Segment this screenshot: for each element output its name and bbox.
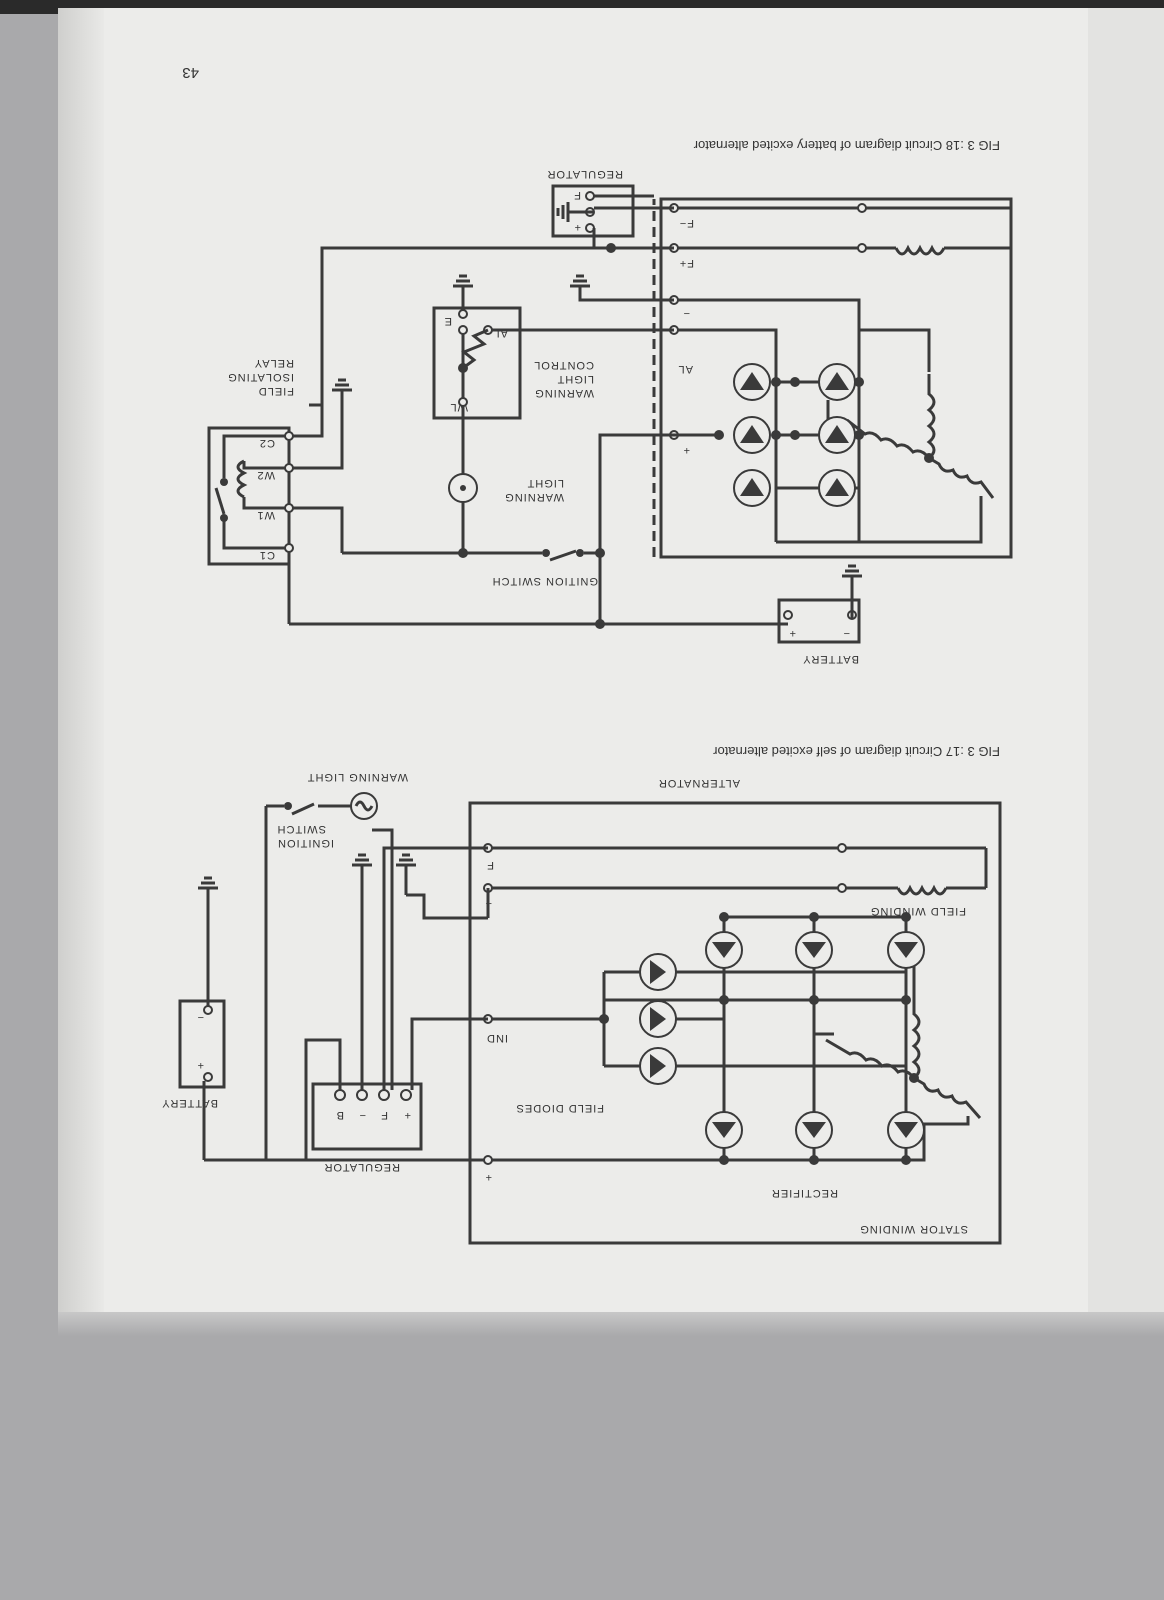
- fig318-wlc-resistor: [461, 328, 489, 370]
- fig317-battery-ground-icon: [198, 876, 218, 890]
- fig318-field-isolating-relay: [207, 426, 291, 566]
- fig318-ignition-switch-label: IGNITION SWITCH: [492, 575, 602, 587]
- fig317-brush: [837, 883, 847, 893]
- fig317-rectifier: [604, 915, 914, 1162]
- fig318-relay-w1: W1: [257, 509, 276, 521]
- fig317-ignition-switch-label-2: SWITCH: [277, 823, 326, 835]
- fig318-al-label: AL: [678, 363, 693, 375]
- fig318-wlc-label-2: LIGHT: [557, 373, 594, 385]
- fig318-ground-icon: [570, 274, 590, 288]
- fig317-ignition-switch-label-1: IGNITION: [277, 837, 334, 849]
- fig-3-17-caption: FIG 3 :17 Circuit diagram of self excite…: [712, 744, 1000, 759]
- fig318-warning-light-control: [432, 306, 522, 420]
- fig317-stator-winding-label: STATOR WINDING: [859, 1223, 968, 1235]
- fig317-plus-terminal: [483, 1155, 493, 1165]
- fig317-f-label: F: [486, 859, 494, 871]
- fig318-wlc-ground-icon: [453, 274, 473, 288]
- fig318-relay-label-3: RELAY: [254, 357, 294, 369]
- fig318-relay-feed: [309, 246, 611, 407]
- facing-page-edge: [1088, 8, 1164, 1318]
- fig318-regulator-label: REGULATOR: [547, 168, 623, 180]
- fig317-regulator-label: REGULATOR: [324, 1161, 400, 1173]
- fig318-ignition-switch: [549, 549, 577, 562]
- page-binding-edge: [58, 8, 104, 1316]
- fig-3-18-caption: FIG 3 :18 Circuit diagram of battery exc…: [693, 138, 1000, 153]
- fig318-wlc-label-1: WARNING: [534, 387, 594, 399]
- fig318-brush: [857, 243, 867, 253]
- fig318-relay-contact: [214, 487, 226, 515]
- fig317-bat-minus: −: [197, 1011, 204, 1023]
- fig318-reg-ground-icon: [556, 202, 570, 222]
- fig318-field-coil: [894, 244, 946, 256]
- fig318-relay-label-2: ISOLATING: [227, 371, 294, 383]
- fig318-reg-f: F: [573, 189, 581, 201]
- fig317-alt-ground-icon: [396, 853, 416, 867]
- fig317-alternator-box: [468, 801, 1002, 1245]
- fig317-reg-minus: −: [359, 1109, 366, 1121]
- fig318-minus-label: −: [683, 307, 690, 319]
- fig-3-18-diagram: FIG 3 :18 Circuit diagram of battery exc…: [207, 138, 1013, 665]
- fig318-al-wire: [677, 328, 778, 348]
- fig317-rectifier-label: RECTIFIER: [771, 1187, 838, 1199]
- fig318-warning-light-label-1: WARNING: [504, 491, 564, 503]
- fig318-relay-coil: [236, 459, 248, 499]
- page-number: 43: [182, 64, 199, 81]
- fig318-phase-wire: [859, 496, 983, 544]
- fig318-warning-light-label-2: LIGHT: [527, 477, 564, 489]
- fig318-battery-ground-icon: [842, 564, 862, 578]
- fig318-battery: [777, 598, 861, 644]
- fig318-bat-plus: +: [789, 627, 796, 639]
- fig317-field-winding: [896, 884, 948, 896]
- fig317-plus-label: +: [485, 1171, 492, 1183]
- fig317-alternator-label: ALTERNATOR: [658, 777, 740, 789]
- fig317-reg-plus: +: [404, 1109, 411, 1121]
- fig317-reg-b: B: [336, 1109, 344, 1121]
- fig317-reg-ground-icon: [352, 853, 372, 867]
- fig317-ignition-switch: [291, 802, 315, 816]
- fig318-plus-label: +: [683, 444, 690, 456]
- fig318-relay-c1: C1: [259, 549, 275, 561]
- rotated-page: 43 FIG 3 :18 Circuit diagram of battery …: [161, 64, 1013, 1245]
- fig318-bat-minus: −: [843, 627, 850, 639]
- fig317-ind-label: IND: [486, 1032, 508, 1044]
- fig317-bat-plus: +: [197, 1059, 204, 1071]
- fig318-minus-wire: [677, 298, 861, 348]
- fig317-stator-winding: [825, 990, 982, 1119]
- page-bottom-shadow: [58, 1312, 1164, 1336]
- fig317-regulator: [311, 1082, 423, 1151]
- fig317-field-diodes-label: FIELD DIODES: [516, 1102, 604, 1114]
- fig317-battery: [178, 999, 226, 1089]
- fig-3-17-diagram: FIG 3 :17 Circuit diagram of self excite…: [161, 744, 1002, 1245]
- fig318-relay-w2: W2: [257, 469, 276, 481]
- fig317-brush: [837, 843, 847, 853]
- fig318-relay-label-1: FIELD: [258, 385, 294, 397]
- fig318-alternator-box: [659, 197, 1013, 559]
- fig318-wlc-e: E: [444, 315, 452, 327]
- fig317-warning-light-label: WARNING LIGHT: [307, 771, 408, 783]
- book-page: [58, 8, 1108, 1316]
- fig318-reg-plus: +: [574, 221, 581, 233]
- fig318-battery-label: BATTERY: [802, 653, 859, 665]
- fig318-relay-c2: C2: [259, 437, 275, 449]
- fig317-battery-label: BATTERY: [161, 1097, 218, 1109]
- fig317-reg-f: F: [380, 1109, 388, 1121]
- fig318-wlc-label-3: CONTROL: [533, 359, 594, 371]
- fig317-field-winding-label: FIELD WINDING: [870, 905, 966, 917]
- fig318-relay-ground-icon: [332, 378, 352, 392]
- fig318-brush: [857, 203, 867, 213]
- fig318-fminus-label: F−: [679, 217, 694, 229]
- fig318-stator-winding: [846, 374, 995, 499]
- fig318-phase-wire: [859, 328, 931, 360]
- fig318-fplus-label: F+: [679, 257, 694, 269]
